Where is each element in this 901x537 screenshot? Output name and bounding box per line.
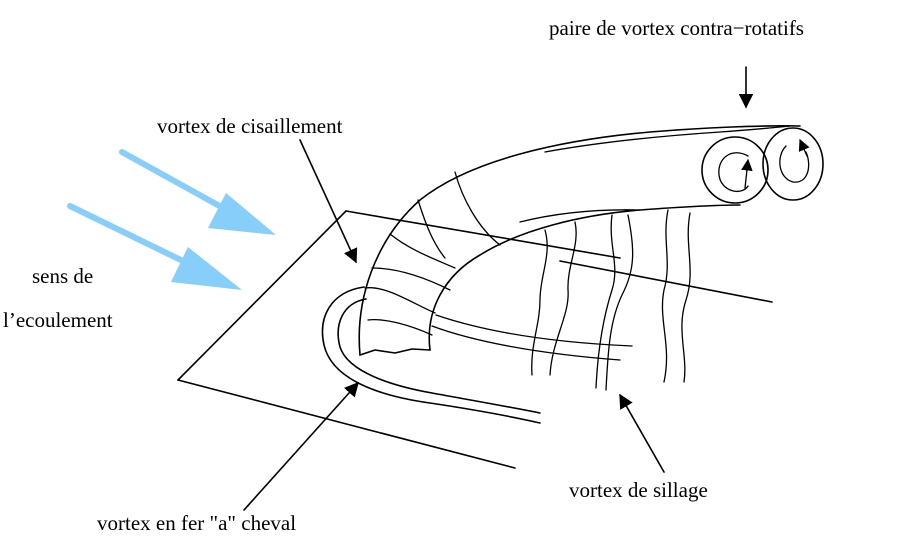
- horseshoe-vortex-lines: [323, 287, 632, 423]
- label-wake-vortex: vortex de sillage: [569, 480, 708, 501]
- flow-arrow-upper: [122, 152, 276, 235]
- flow-direction-arrows: [70, 152, 276, 290]
- counter-rotating-pair: [702, 128, 823, 203]
- pointer-shear: [300, 140, 356, 262]
- label-flow-direction-1: sens de: [32, 266, 93, 287]
- wake-vortices: [532, 210, 690, 390]
- label-shear-vortex: vortex de cisaillement: [157, 116, 342, 137]
- vortex-tube: [359, 126, 800, 355]
- label-flow-direction-2: l’ecoulement: [3, 310, 113, 331]
- label-horseshoe-vortex: vortex en fer "a" cheval: [97, 513, 296, 534]
- label-counter-rotating-pair: paire de vortex contra−rotatifs: [549, 18, 804, 39]
- pointer-wake: [620, 395, 664, 472]
